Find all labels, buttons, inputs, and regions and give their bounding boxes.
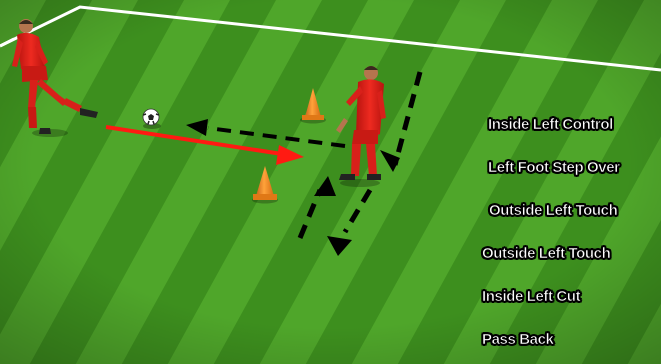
pitch [0,0,661,364]
drill-diagram: Inside Left Control Left Foot Step Over … [0,0,661,364]
